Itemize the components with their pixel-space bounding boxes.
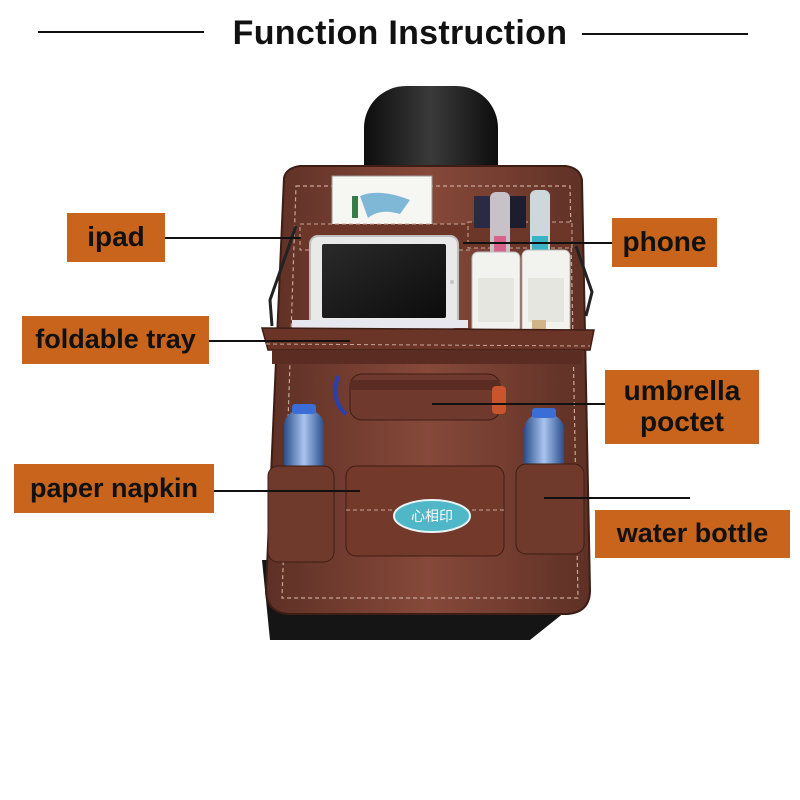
label-phone: phone	[612, 218, 717, 267]
leader-paper-napkin	[214, 490, 360, 492]
leader-ipad	[165, 237, 301, 239]
leader-phone	[463, 242, 612, 244]
label-water-bottle: water bottle	[595, 510, 790, 558]
label-ipad: ipad	[67, 213, 165, 262]
side-straps	[268, 225, 594, 327]
title-rule-right	[582, 33, 748, 35]
page-title: Function Instruction	[232, 14, 568, 52]
label-umbrella-pocket: umbrella poctet	[605, 370, 759, 444]
title-rule-left	[38, 31, 204, 33]
leader-water-bottle	[544, 497, 690, 499]
label-foldable-tray: foldable tray	[22, 316, 209, 364]
tissue-box	[345, 465, 505, 557]
tablet	[292, 235, 468, 329]
label-paper-napkin: paper napkin	[14, 464, 214, 513]
umbrella-pocket	[333, 373, 506, 421]
tissue-logo-text: 心相印	[411, 509, 453, 525]
foldable-tray	[261, 327, 595, 364]
leader-umbrella	[432, 403, 605, 405]
leader-foldable-tray	[209, 340, 350, 342]
